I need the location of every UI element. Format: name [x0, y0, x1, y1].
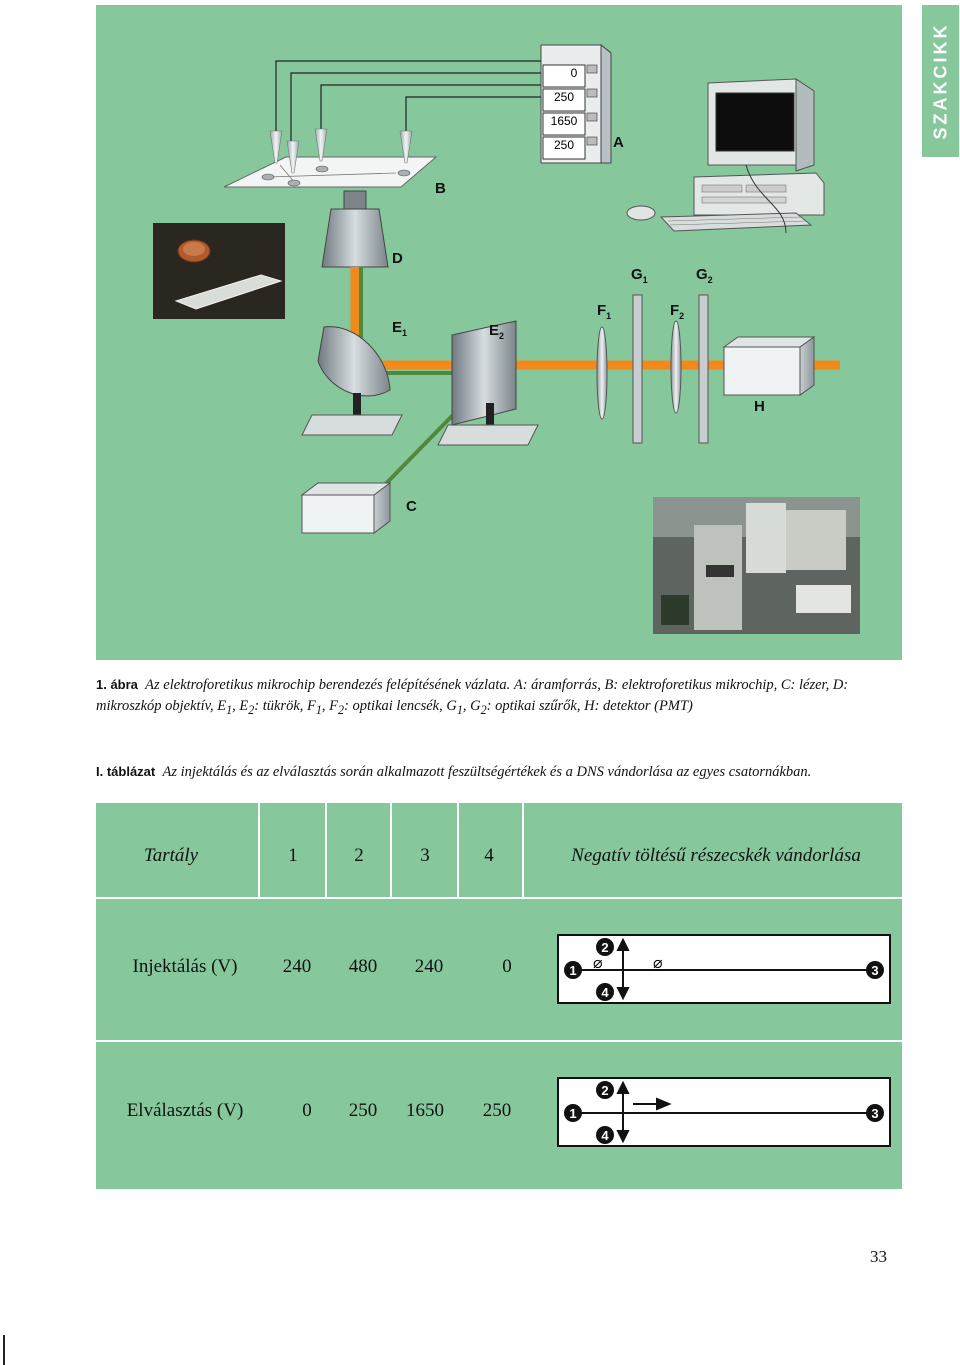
lens-f1: [596, 326, 608, 420]
svg-text:4: 4: [601, 985, 609, 1000]
mirror-e2: [437, 320, 539, 446]
lens-f2: [670, 320, 682, 414]
header-col-2: 2: [354, 845, 364, 866]
caption-line-2: mikroszkóp objektív, E1, E2: tükrök, F1,…: [96, 698, 693, 717]
power-supply: 0 250 1650 250: [540, 43, 612, 164]
label-g2: G2: [696, 266, 713, 285]
header-col-3: 3: [420, 845, 430, 866]
cell-value: 250: [348, 1100, 378, 1121]
figure-panel: 0 250 1650 250: [96, 5, 902, 660]
table-caption-text: Az injektálás és az elválasztás során al…: [162, 764, 812, 780]
cell-value: 0: [502, 956, 512, 977]
label-f2: F2: [670, 302, 684, 321]
label-f1: F1: [597, 302, 611, 321]
microchip: [223, 128, 438, 188]
svg-text:3: 3: [871, 1106, 878, 1121]
filter-g1: [632, 294, 643, 444]
ps-value-2: 250: [554, 90, 574, 104]
row-label-elvalasztas: Elválasztás (V): [126, 1100, 244, 1121]
detector: [722, 336, 816, 396]
label-g1: G1: [631, 266, 648, 285]
cell-value: 0: [302, 1100, 312, 1121]
mirror-e1: [301, 326, 403, 436]
cell-value: 480: [348, 956, 378, 977]
caption-title: Az elektroforetikus mikrochip berendezés…: [145, 677, 511, 693]
header-col-4: 4: [484, 845, 494, 866]
label-d: D: [392, 250, 403, 267]
blocked-icon: ⌀: [653, 953, 663, 972]
lab-photo: [653, 497, 860, 634]
ps-value-4: 250: [554, 138, 574, 152]
chip-photo: [153, 223, 285, 319]
section-tab: SZAKCIKK: [922, 5, 959, 157]
label-e2: E2: [489, 322, 504, 341]
ps-value-1: 0: [571, 66, 578, 80]
label-h: H: [754, 398, 765, 415]
svg-text:2: 2: [601, 1083, 608, 1098]
label-c: C: [406, 498, 417, 515]
cell-value: 240: [414, 956, 444, 977]
caption-text-1: A: áramforrás, B: elektroforetikus mikro…: [513, 677, 849, 693]
table-caption: I. táblázat Az injektálás és az elválasz…: [96, 761, 906, 783]
label-e1: E1: [392, 319, 407, 338]
margin-mark: [3, 1335, 5, 1365]
cell-value: 250: [482, 1100, 512, 1121]
svg-text:2: 2: [601, 940, 608, 955]
header-tartaly: Tartály: [143, 845, 199, 866]
caption-line-1: 1. ábra Az elektroforetikus mikrochip be…: [96, 674, 906, 696]
svg-text:4: 4: [601, 1128, 609, 1143]
label-a: A: [613, 134, 624, 151]
electrode-wires: [275, 60, 541, 145]
svg-text:1: 1: [569, 1106, 576, 1121]
header-migration: Negatív töltésű részecskék vándorlása: [571, 845, 861, 866]
page-number: 33: [870, 1247, 887, 1266]
section-tab-label: SZAKCIKK: [930, 22, 950, 140]
table-caption-label: I. táblázat: [96, 764, 156, 779]
voltage-table: Tartály 1 2 3 4 Negatív töltésű részecsk…: [96, 803, 902, 1189]
label-b: B: [435, 180, 446, 197]
cell-value: 240: [282, 956, 312, 977]
migration-diagram-injection: 1 2 4 3 ⌀ ⌀: [557, 934, 891, 1004]
svg-text:1: 1: [569, 963, 576, 978]
row-label-injektalas: Injektálás (V): [132, 956, 238, 977]
laser-source: [300, 482, 392, 534]
migration-diagram-separation: 1 2 4 3: [557, 1077, 891, 1147]
blocked-icon: ⌀: [593, 953, 603, 972]
filter-g2: [698, 294, 709, 444]
ps-value-3: 1650: [551, 114, 578, 128]
svg-text:3: 3: [871, 963, 878, 978]
figure-caption: 1. ábra Az elektroforetikus mikrochip be…: [96, 674, 906, 721]
objective: [321, 190, 389, 268]
header-col-1: 1: [288, 845, 298, 866]
computer: [626, 78, 825, 234]
setup-schematic: 0 250 1650 250: [153, 43, 860, 634]
cell-value: 1650: [406, 1100, 444, 1121]
caption-label: 1. ábra: [96, 677, 138, 692]
